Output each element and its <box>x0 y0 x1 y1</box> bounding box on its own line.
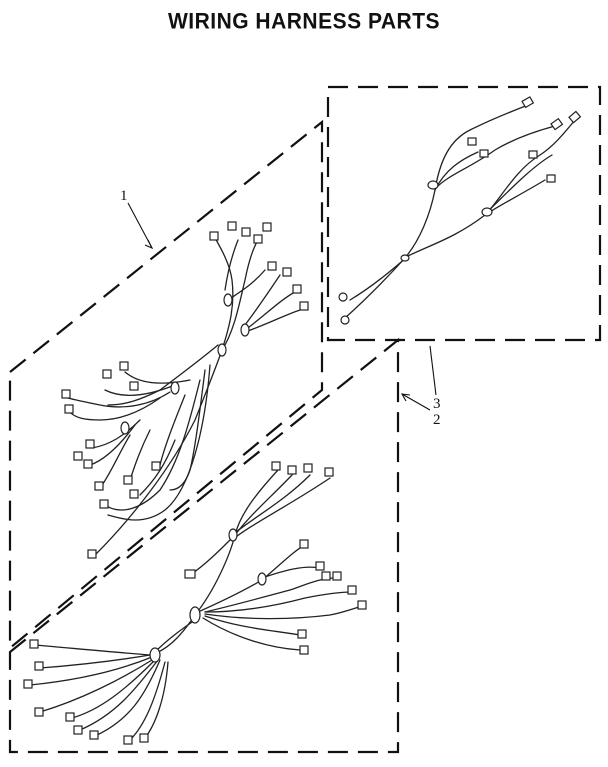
harness-1 <box>61 221 309 559</box>
harness-1-boundary <box>8 119 324 651</box>
callout-3-leader <box>429 345 437 396</box>
callout-2-arrowhead <box>400 393 411 402</box>
harness-3 <box>338 96 582 325</box>
page-title: WIRING HARNESS PARTS <box>167 9 441 34</box>
callout-1-arrowhead <box>144 239 154 250</box>
callout-2: 2 <box>433 412 441 428</box>
harness-3-boundary <box>326 85 602 342</box>
callout-2-leader <box>401 393 431 411</box>
callout-3: 3 <box>433 396 441 412</box>
callout-1: 1 <box>120 188 128 204</box>
harness-2 <box>23 461 367 745</box>
harness-2-boundary <box>8 337 400 754</box>
